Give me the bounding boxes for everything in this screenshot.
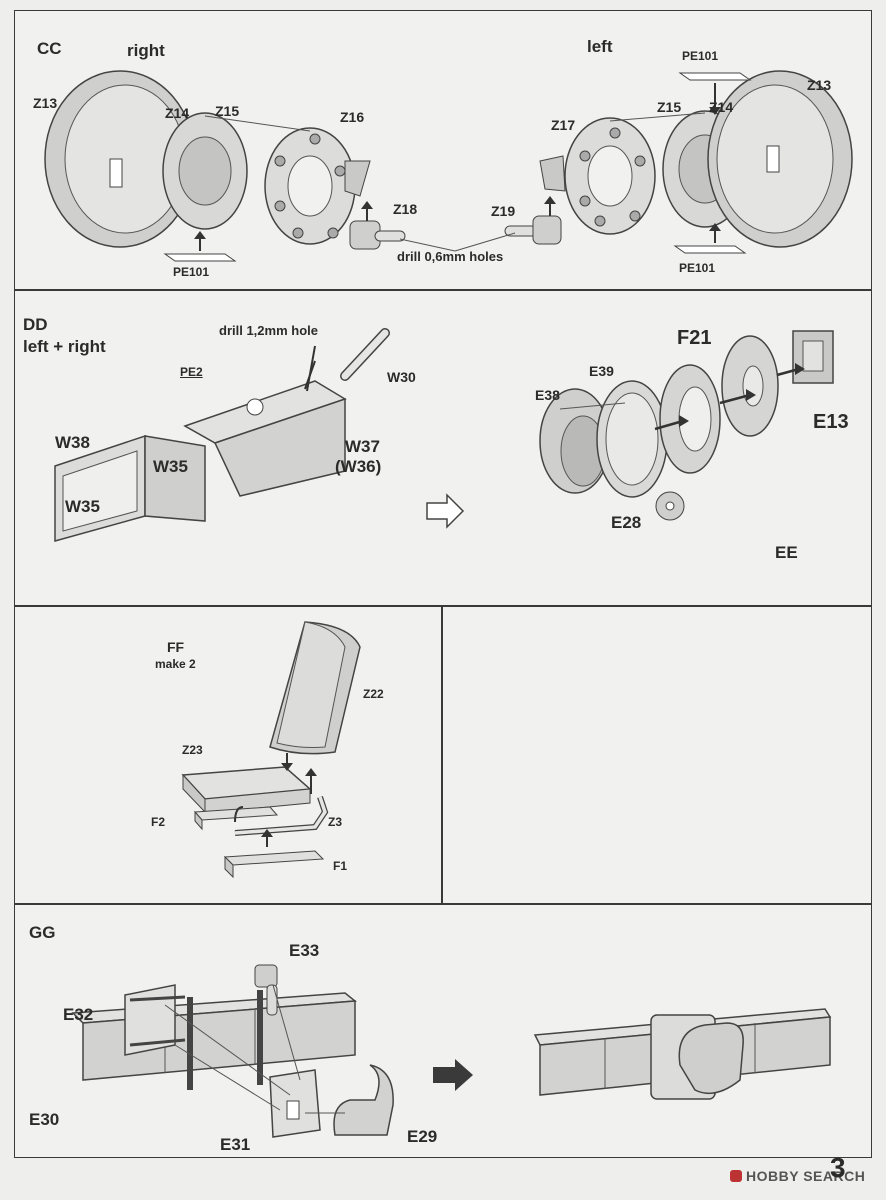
part-w37: W37 [345,437,380,456]
step-ff-id: FF [167,639,185,655]
part-w35-top: W35 [153,457,188,476]
part-w30: W30 [387,369,416,385]
step-ee-id: EE [775,543,798,562]
part-e31: E31 [220,1135,251,1154]
part-e32: E32 [63,1005,94,1024]
part-w35-front: W35 [65,497,100,516]
part-pe101-left: PE101 [679,261,716,275]
step-dd-drill-note: drill 1,2mm hole [219,323,318,338]
part-e38: E38 [535,387,560,403]
part-e39: E39 [589,363,614,379]
step-cc-left-label: left [587,37,613,56]
step-cc-panel: CC right left Z13 Z14 Z15 Z16 Z17 Z18 Z1… [14,10,872,290]
part-f1: F1 [333,859,348,873]
step-dd-subtitle: left + right [23,337,106,356]
part-w36: (W36) [335,457,382,476]
part-z17: Z17 [551,117,576,133]
part-pe2: PE2 [180,365,203,379]
part-e30: E30 [29,1110,60,1129]
part-z13-right: Z13 [33,95,58,111]
step-ff-panel: FF make 2 Z22 Z23 F2 Z3 F1 [14,606,442,904]
part-f2: F2 [151,815,166,829]
part-z18: Z18 [393,201,418,217]
part-f21: F21 [677,327,712,349]
step-cc-drill-note: drill 0,6mm holes [397,249,504,264]
step-cc-right-label: right [127,41,165,60]
part-w38: W38 [55,433,90,452]
empty-panel [442,606,872,904]
hobby-search-watermark: HOBBY SEARCH [730,1168,865,1184]
step-ff-drawing [181,621,361,879]
part-z3: Z3 [328,815,343,829]
step-cc-drawing [44,70,853,262]
step-cc-id: CC [37,39,62,58]
part-e33: E33 [289,941,320,960]
watermark-text: HOBBY SEARCH [746,1168,866,1184]
part-e29: E29 [407,1127,438,1146]
part-z14-left: Z14 [709,99,734,115]
part-z15-left: Z15 [657,99,682,115]
step-gg-panel: GG E33 E32 E30 E31 E29 [14,904,872,1158]
part-pe101-right: PE101 [173,265,210,279]
part-z15-right: Z15 [215,103,240,119]
part-z16: Z16 [340,109,365,125]
part-z14-right: Z14 [165,105,190,121]
step-gg-drawing [71,964,832,1138]
part-z19: Z19 [491,203,516,219]
step-dd-id: DD [23,315,48,334]
part-e13: E13 [813,411,849,433]
part-e28: E28 [611,513,642,532]
step-ff-subtitle: make 2 [155,657,196,671]
hobby-search-logo-icon [730,1170,742,1182]
step-dd-ee-panel: DD left + right drill 1,2mm hole W38 W35… [14,290,872,606]
part-z13-left: Z13 [807,77,832,93]
step-gg-id: GG [29,923,56,942]
part-z23: Z23 [182,743,203,757]
step-dd-ee-drawing [54,328,834,542]
page-number: 3 [830,1152,846,1183]
part-z22: Z22 [363,687,384,701]
part-pe101-top: PE101 [682,49,719,63]
